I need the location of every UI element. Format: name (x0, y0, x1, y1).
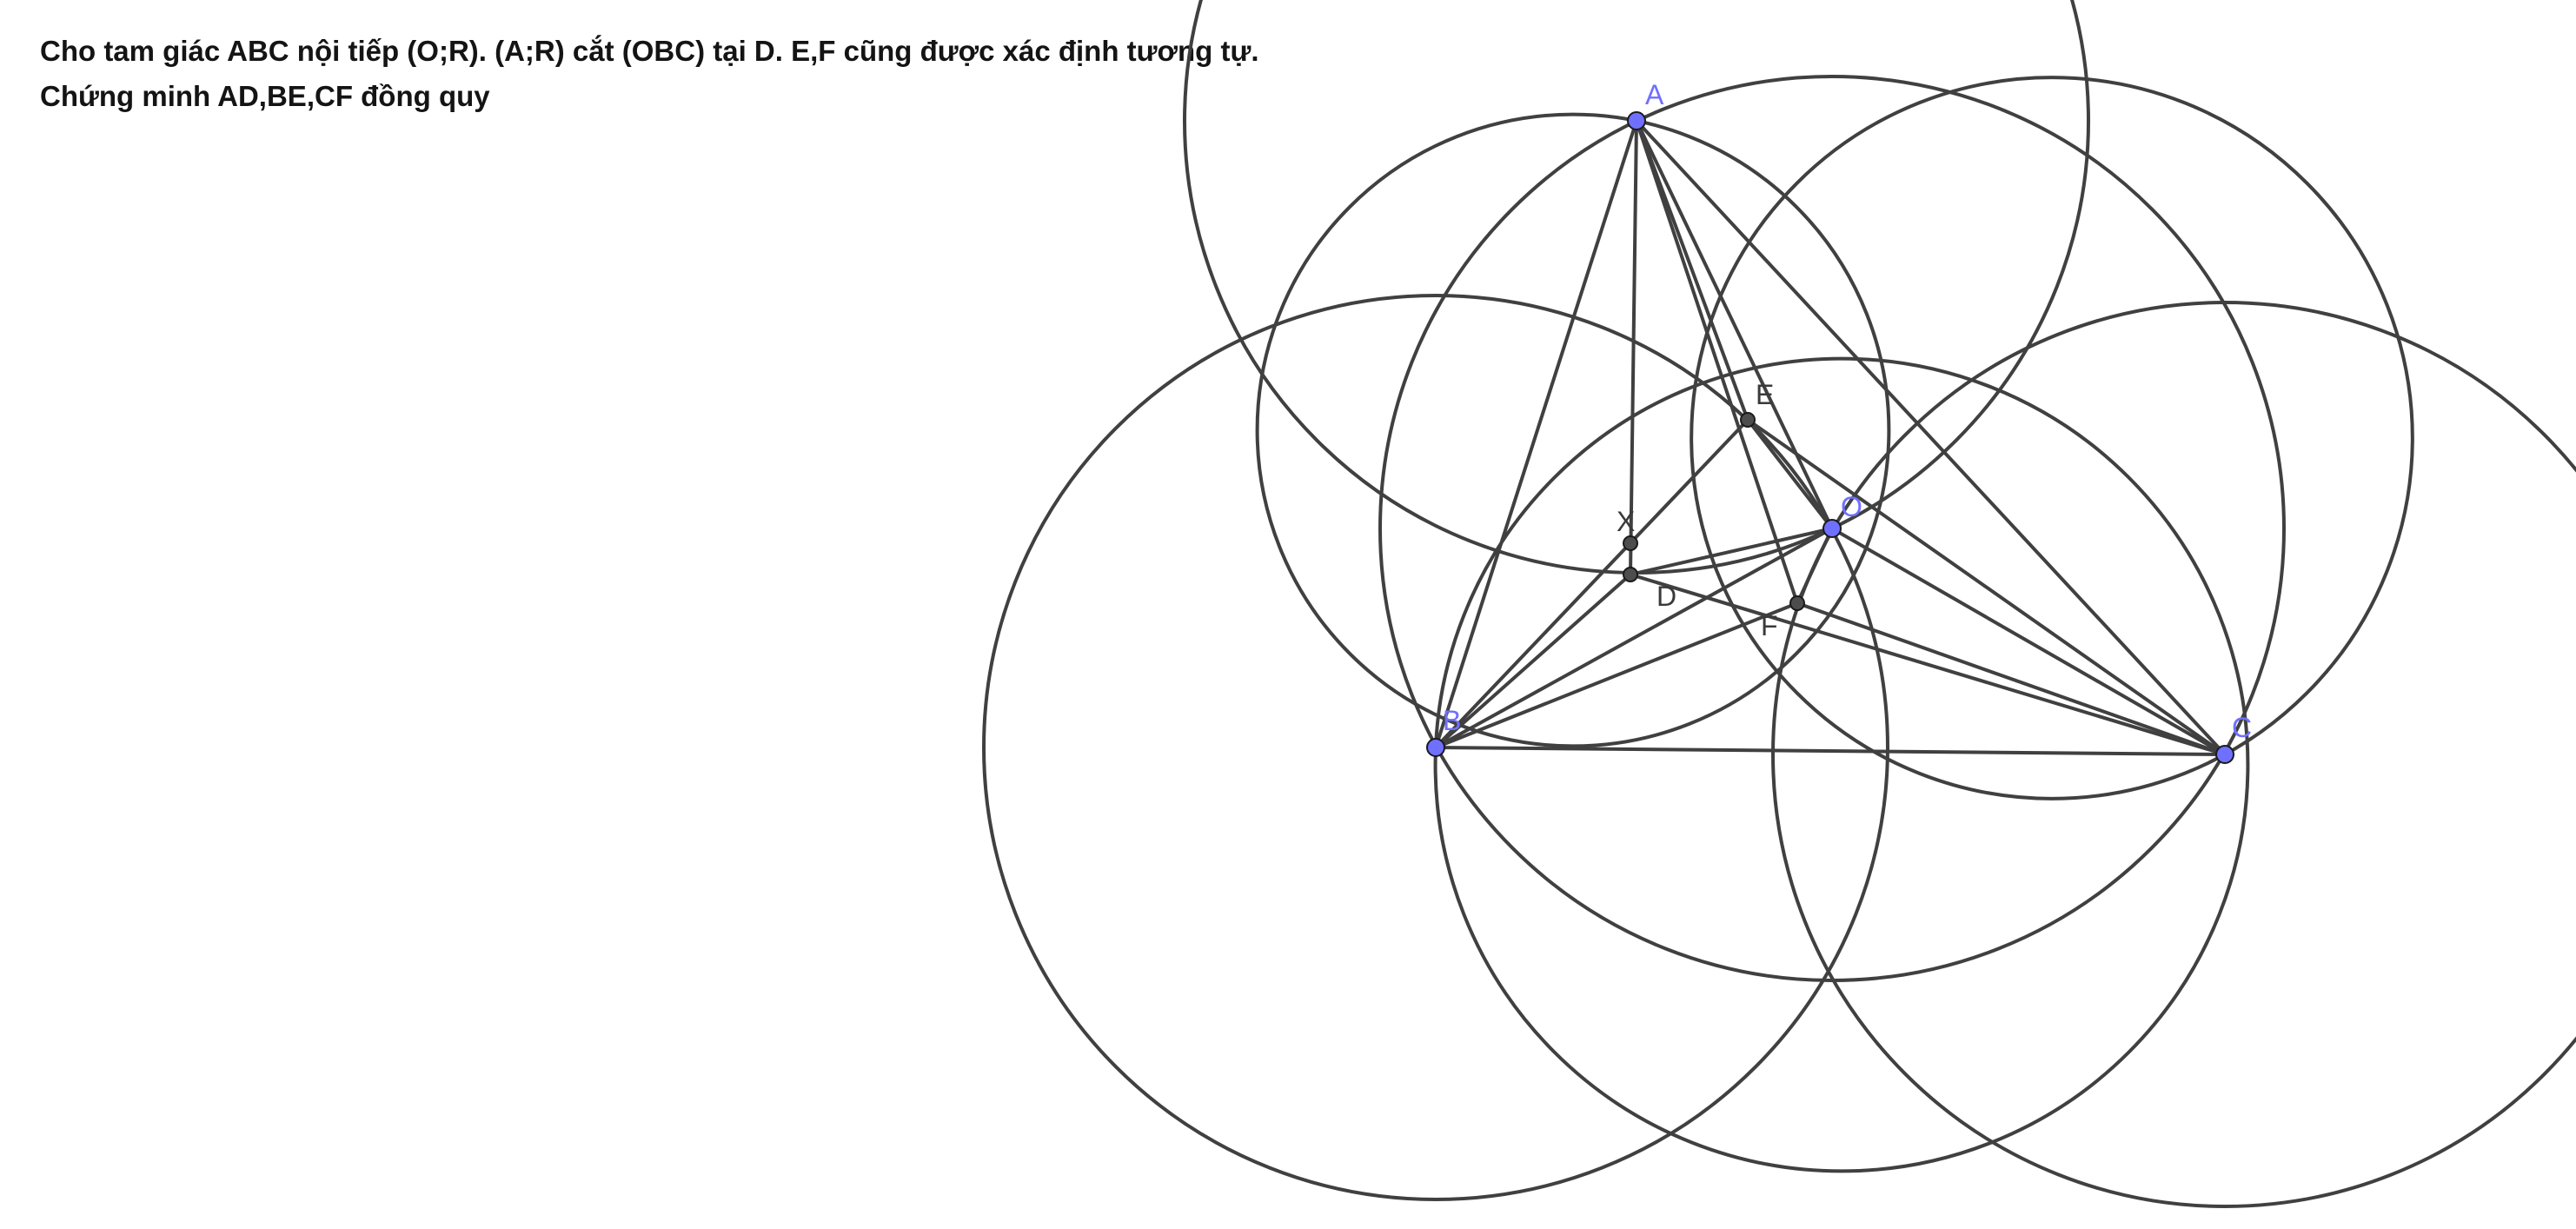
segment-af (1635, 119, 1799, 605)
segment-bf (1434, 601, 1799, 749)
circles-layer (982, 0, 2576, 1208)
point-e[interactable] (1740, 412, 1756, 428)
circle-center-a (1183, 0, 2090, 575)
segment-do (1629, 527, 1834, 576)
segment-bc (1434, 746, 2227, 756)
label-x: X (1617, 506, 1635, 537)
segment-ac (1635, 119, 2227, 756)
segment-cf (1796, 601, 2227, 756)
segment-ce (1746, 418, 2227, 756)
point-f[interactable] (1789, 595, 1805, 611)
points-layer (1426, 111, 2234, 764)
segment-ab (1434, 119, 1638, 749)
segments-layer (1434, 119, 2227, 756)
segment-be (1434, 418, 1749, 749)
segment-fo (1796, 527, 1834, 605)
labels-layer: A B C O D E F X (1443, 79, 2252, 743)
circle-aob (1255, 112, 1891, 748)
label-o: O (1841, 491, 1862, 522)
problem-statement-line-2: Chứng minh AD,BE,CF đồng quy (40, 80, 490, 112)
circle-circumcircle-o (1378, 75, 2286, 982)
label-b: B (1443, 705, 1461, 736)
point-b[interactable] (1426, 738, 1445, 757)
point-a[interactable] (1627, 111, 1646, 130)
point-x[interactable] (1623, 535, 1638, 551)
segment-co (1830, 527, 2227, 756)
segment-bo (1434, 527, 1834, 749)
segment-eo (1746, 418, 1834, 530)
segment-ad (1629, 119, 1638, 576)
segment-bd (1434, 573, 1632, 749)
label-e: E (1756, 379, 1774, 410)
point-c[interactable] (2215, 745, 2234, 764)
label-a: A (1645, 79, 1664, 110)
problem-statement-line-1: Cho tam giác ABC nội tiếp (O;R). (A;R) c… (40, 35, 1259, 67)
circle-boc (1433, 356, 2250, 1173)
point-d[interactable] (1623, 567, 1638, 582)
circle-aoc (1690, 76, 2414, 801)
label-f: F (1761, 610, 1778, 641)
label-d: D (1656, 581, 1676, 612)
point-o[interactable] (1822, 519, 1842, 538)
segment-cd (1629, 573, 2227, 756)
circle-center-b (982, 294, 1889, 1201)
segment-ae (1635, 119, 1749, 422)
label-c: C (2232, 712, 2252, 743)
segment-ao (1635, 119, 1834, 530)
